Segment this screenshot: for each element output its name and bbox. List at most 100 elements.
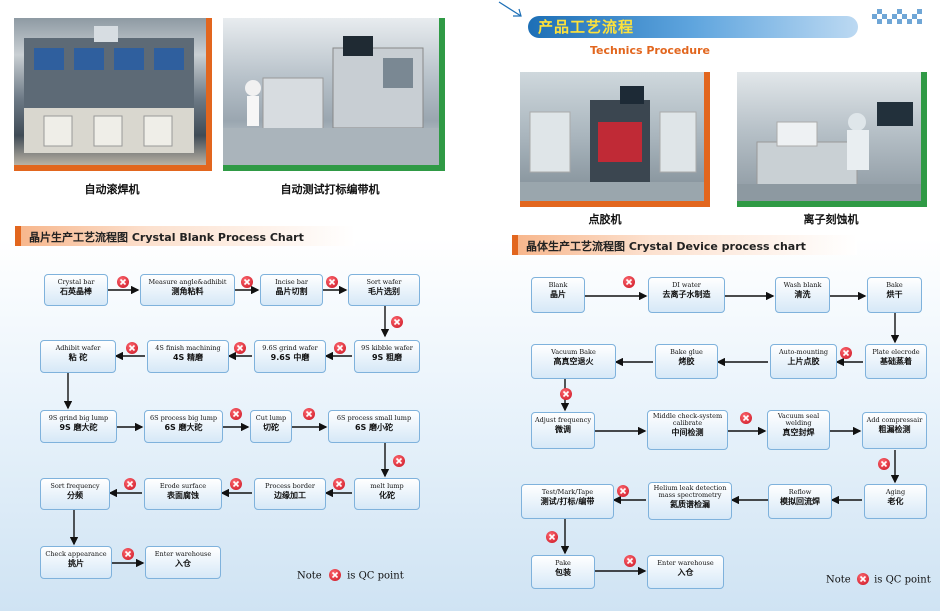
qc-point-icon [326, 276, 338, 288]
auto-tester-caption: 自动测试打标编带机 [280, 183, 380, 196]
qc-point-icon [126, 342, 138, 354]
ion-etcher-illustration [737, 102, 921, 201]
qc-cross-mark [243, 278, 251, 286]
checker-pattern-icon [872, 9, 922, 24]
qc-cross-mark [548, 533, 556, 541]
qc-cross-mark [336, 344, 344, 352]
qc-point-icon [393, 455, 405, 467]
qc-point-icon [122, 548, 134, 560]
qc-cross-mark [842, 349, 850, 357]
header-title-cn: 产品工艺流程 [538, 18, 635, 36]
qc-point-icon [740, 412, 752, 424]
note-text: is QC point [347, 570, 404, 582]
qc-legend-icon [328, 569, 341, 581]
qc-point-icon [124, 478, 136, 490]
ion-etcher-photo [737, 72, 927, 207]
qc-cross-mark [124, 550, 132, 558]
qc-point-icon [333, 478, 345, 490]
qc-point-icon [230, 478, 242, 490]
roller-welder-photo [14, 18, 212, 171]
qc-cross-mark [328, 278, 336, 286]
qc-point-icon [624, 555, 636, 567]
header-title-en: Technics Procedure [590, 44, 710, 57]
qc-point-icon [878, 458, 890, 470]
device-chart-note: Note is QC point [826, 573, 931, 586]
roller-welder-illustration [24, 26, 194, 153]
qc-cross-mark [393, 318, 401, 326]
qc-point-icon [560, 388, 572, 400]
qc-cross-mark [625, 278, 633, 286]
qc-cross-mark [335, 480, 343, 488]
qc-cross-mark [859, 575, 866, 583]
qc-cross-mark [126, 480, 134, 488]
qc-cross-mark [742, 414, 750, 422]
roller-welder-caption: 自动滚焊机 [84, 183, 140, 196]
blank-chart-header: 晶片生产工艺流程图 Crystal Blank Process Chart [15, 226, 355, 246]
qc-legend-icon [856, 573, 869, 585]
blank-chart-title: 晶片生产工艺流程图 Crystal Blank Process Chart [29, 231, 304, 244]
dispenser-caption: 点胶机 [588, 213, 622, 226]
auto-tester-photo [223, 18, 445, 171]
note-label: Note [297, 570, 322, 582]
qc-point-icon [617, 485, 629, 497]
ion-etcher-caption: 离子刻蚀机 [803, 213, 859, 226]
dispenser-illustration [520, 86, 704, 201]
qc-point-icon [623, 276, 635, 288]
qc-point-icon [117, 276, 129, 288]
qc-cross-mark [128, 344, 136, 352]
qc-cross-mark [619, 487, 627, 495]
header-banner [528, 16, 858, 38]
note-label: Note [826, 574, 851, 586]
header-arrow-icon [498, 1, 522, 17]
qc-cross-mark [119, 278, 127, 286]
qc-point-icon [241, 276, 253, 288]
qc-cross-mark [305, 410, 313, 418]
dispenser-photo [520, 72, 710, 207]
auto-tester-illustration [223, 36, 439, 165]
qc-point-icon [230, 408, 242, 420]
qc-cross-mark [880, 460, 888, 468]
qc-cross-mark [236, 344, 244, 352]
qc-point-icon [840, 347, 852, 359]
qc-point-icon [391, 316, 403, 328]
qc-cross-mark [626, 557, 634, 565]
qc-point-icon [334, 342, 346, 354]
blank-chart-note: Note is QC point [297, 569, 404, 582]
qc-cross-mark [331, 571, 338, 579]
